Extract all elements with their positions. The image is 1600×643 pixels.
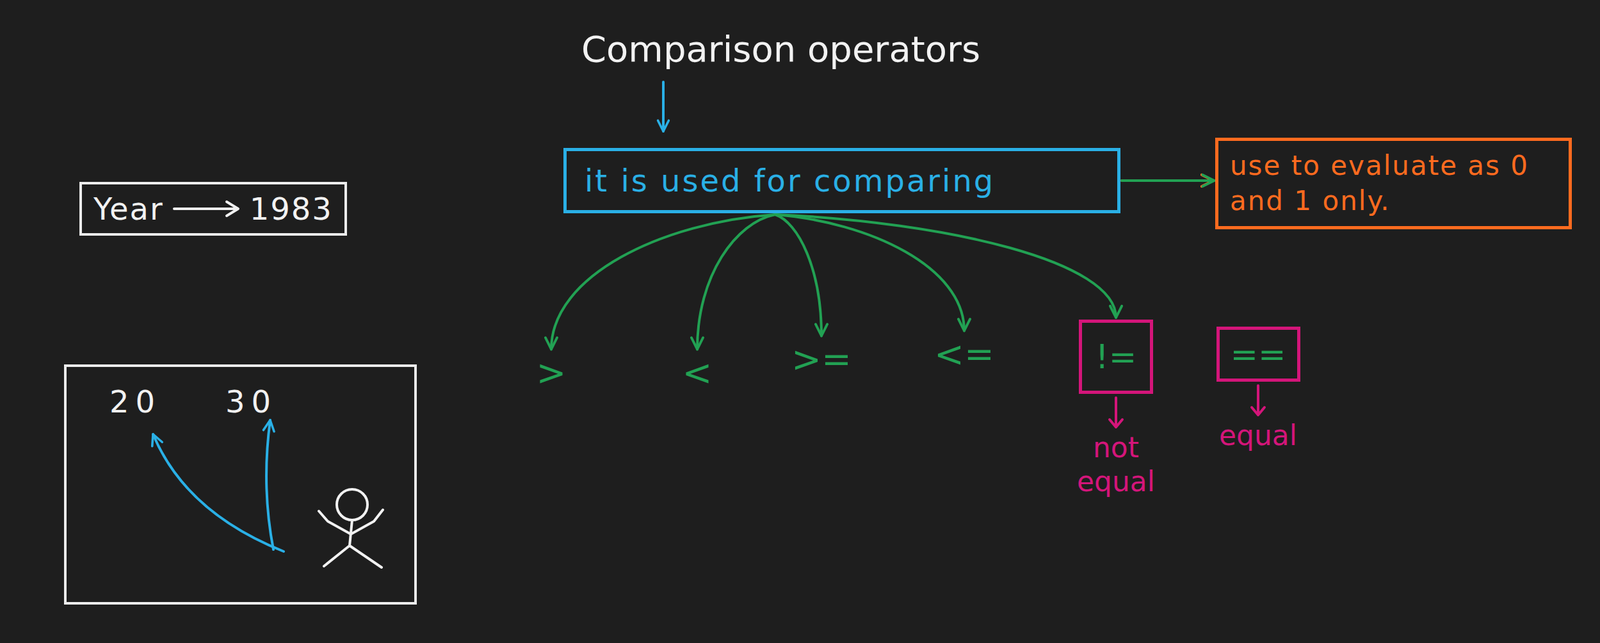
- definition-box: it is used for comparing: [563, 147, 1121, 214]
- labeled-box: Year 1983: [79, 181, 348, 236]
- operator-frame: !=: [1078, 319, 1154, 394]
- arrow-stroke: [174, 201, 239, 216]
- operator-symbol: <: [682, 350, 713, 394]
- connector-arrow: [775, 214, 1116, 318]
- note-box: use to evaluate as 0 and 1 only.: [1215, 137, 1572, 230]
- field-value: 1983: [249, 190, 333, 227]
- operator-box: != not equal: [1055, 319, 1177, 499]
- operator-label: >: [532, 350, 571, 394]
- operator-symbol: ==: [1229, 334, 1286, 374]
- operator-meaning: equal: [1219, 418, 1298, 453]
- operator-meaning: not equal: [1055, 430, 1177, 499]
- operator-symbol: !=: [1095, 337, 1137, 376]
- figure-legs: [323, 545, 382, 568]
- operator-label: >=: [787, 337, 856, 381]
- figure-arms: [318, 509, 383, 534]
- connector-arrow: [1121, 179, 1215, 182]
- operator-box: == equal: [1216, 326, 1301, 453]
- stick-figure: [318, 489, 383, 568]
- connector-arrow: [775, 214, 822, 336]
- diagram-title: Comparison operators: [581, 28, 981, 70]
- number-label: 30: [225, 383, 278, 421]
- connector-arrow: [697, 214, 776, 349]
- number-label: 20: [109, 383, 162, 421]
- meaning-arrow: [1106, 393, 1126, 431]
- operator-label: <=: [930, 332, 999, 376]
- figure-head: [336, 489, 368, 520]
- box-text: use to evaluate as 0 and 1 only.: [1229, 148, 1558, 219]
- operator-symbol: <=: [934, 332, 995, 376]
- pointing-arrow: [266, 420, 274, 550]
- arrow-stroke: [1251, 385, 1265, 415]
- operator-frame: ==: [1216, 326, 1301, 382]
- operator-symbol: >=: [791, 337, 852, 381]
- pointing-arrow: [153, 434, 284, 552]
- operator-label: <: [678, 350, 717, 394]
- field-name: Year: [93, 190, 164, 227]
- pointer-arrow: [662, 81, 665, 132]
- connector-arrow: [551, 214, 776, 349]
- arrow-stroke: [1109, 397, 1123, 428]
- box-text: it is used for comparing: [584, 162, 1100, 199]
- illustration-box: 2030: [64, 364, 417, 605]
- pointing-arrow: [171, 199, 243, 219]
- meaning-arrow: [1248, 381, 1268, 419]
- operator-symbol: >: [536, 350, 567, 394]
